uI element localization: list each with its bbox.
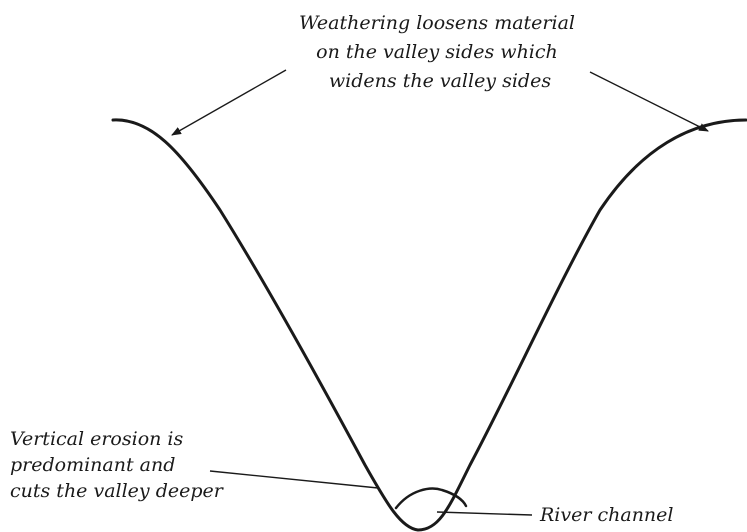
vertical-erosion-line-3: cuts the valley deeper bbox=[10, 480, 225, 502]
river-channel-label: River channel bbox=[539, 504, 673, 526]
weathering-line-1: Weathering loosens material bbox=[299, 12, 575, 34]
arrow-left-valley-side bbox=[171, 69, 287, 136]
vertical-erosion-line-1: Vertical erosion is bbox=[10, 428, 183, 450]
arrow-right-valley-side bbox=[589, 71, 709, 132]
vertical-erosion-line-2: predominant and bbox=[10, 454, 175, 476]
weathering-label: Weathering loosens material on the valle… bbox=[299, 12, 581, 92]
weathering-line-3: widens the valley sides bbox=[329, 70, 551, 92]
leader-river-channel bbox=[436, 511, 533, 516]
river-channel-surface bbox=[394, 487, 468, 510]
valley-profile bbox=[111, 118, 747, 532]
weathering-line-2: on the valley sides which bbox=[316, 41, 558, 63]
leader-vertical-erosion bbox=[209, 470, 379, 489]
vertical-erosion-label: Vertical erosion is predominant and cuts… bbox=[10, 428, 225, 502]
